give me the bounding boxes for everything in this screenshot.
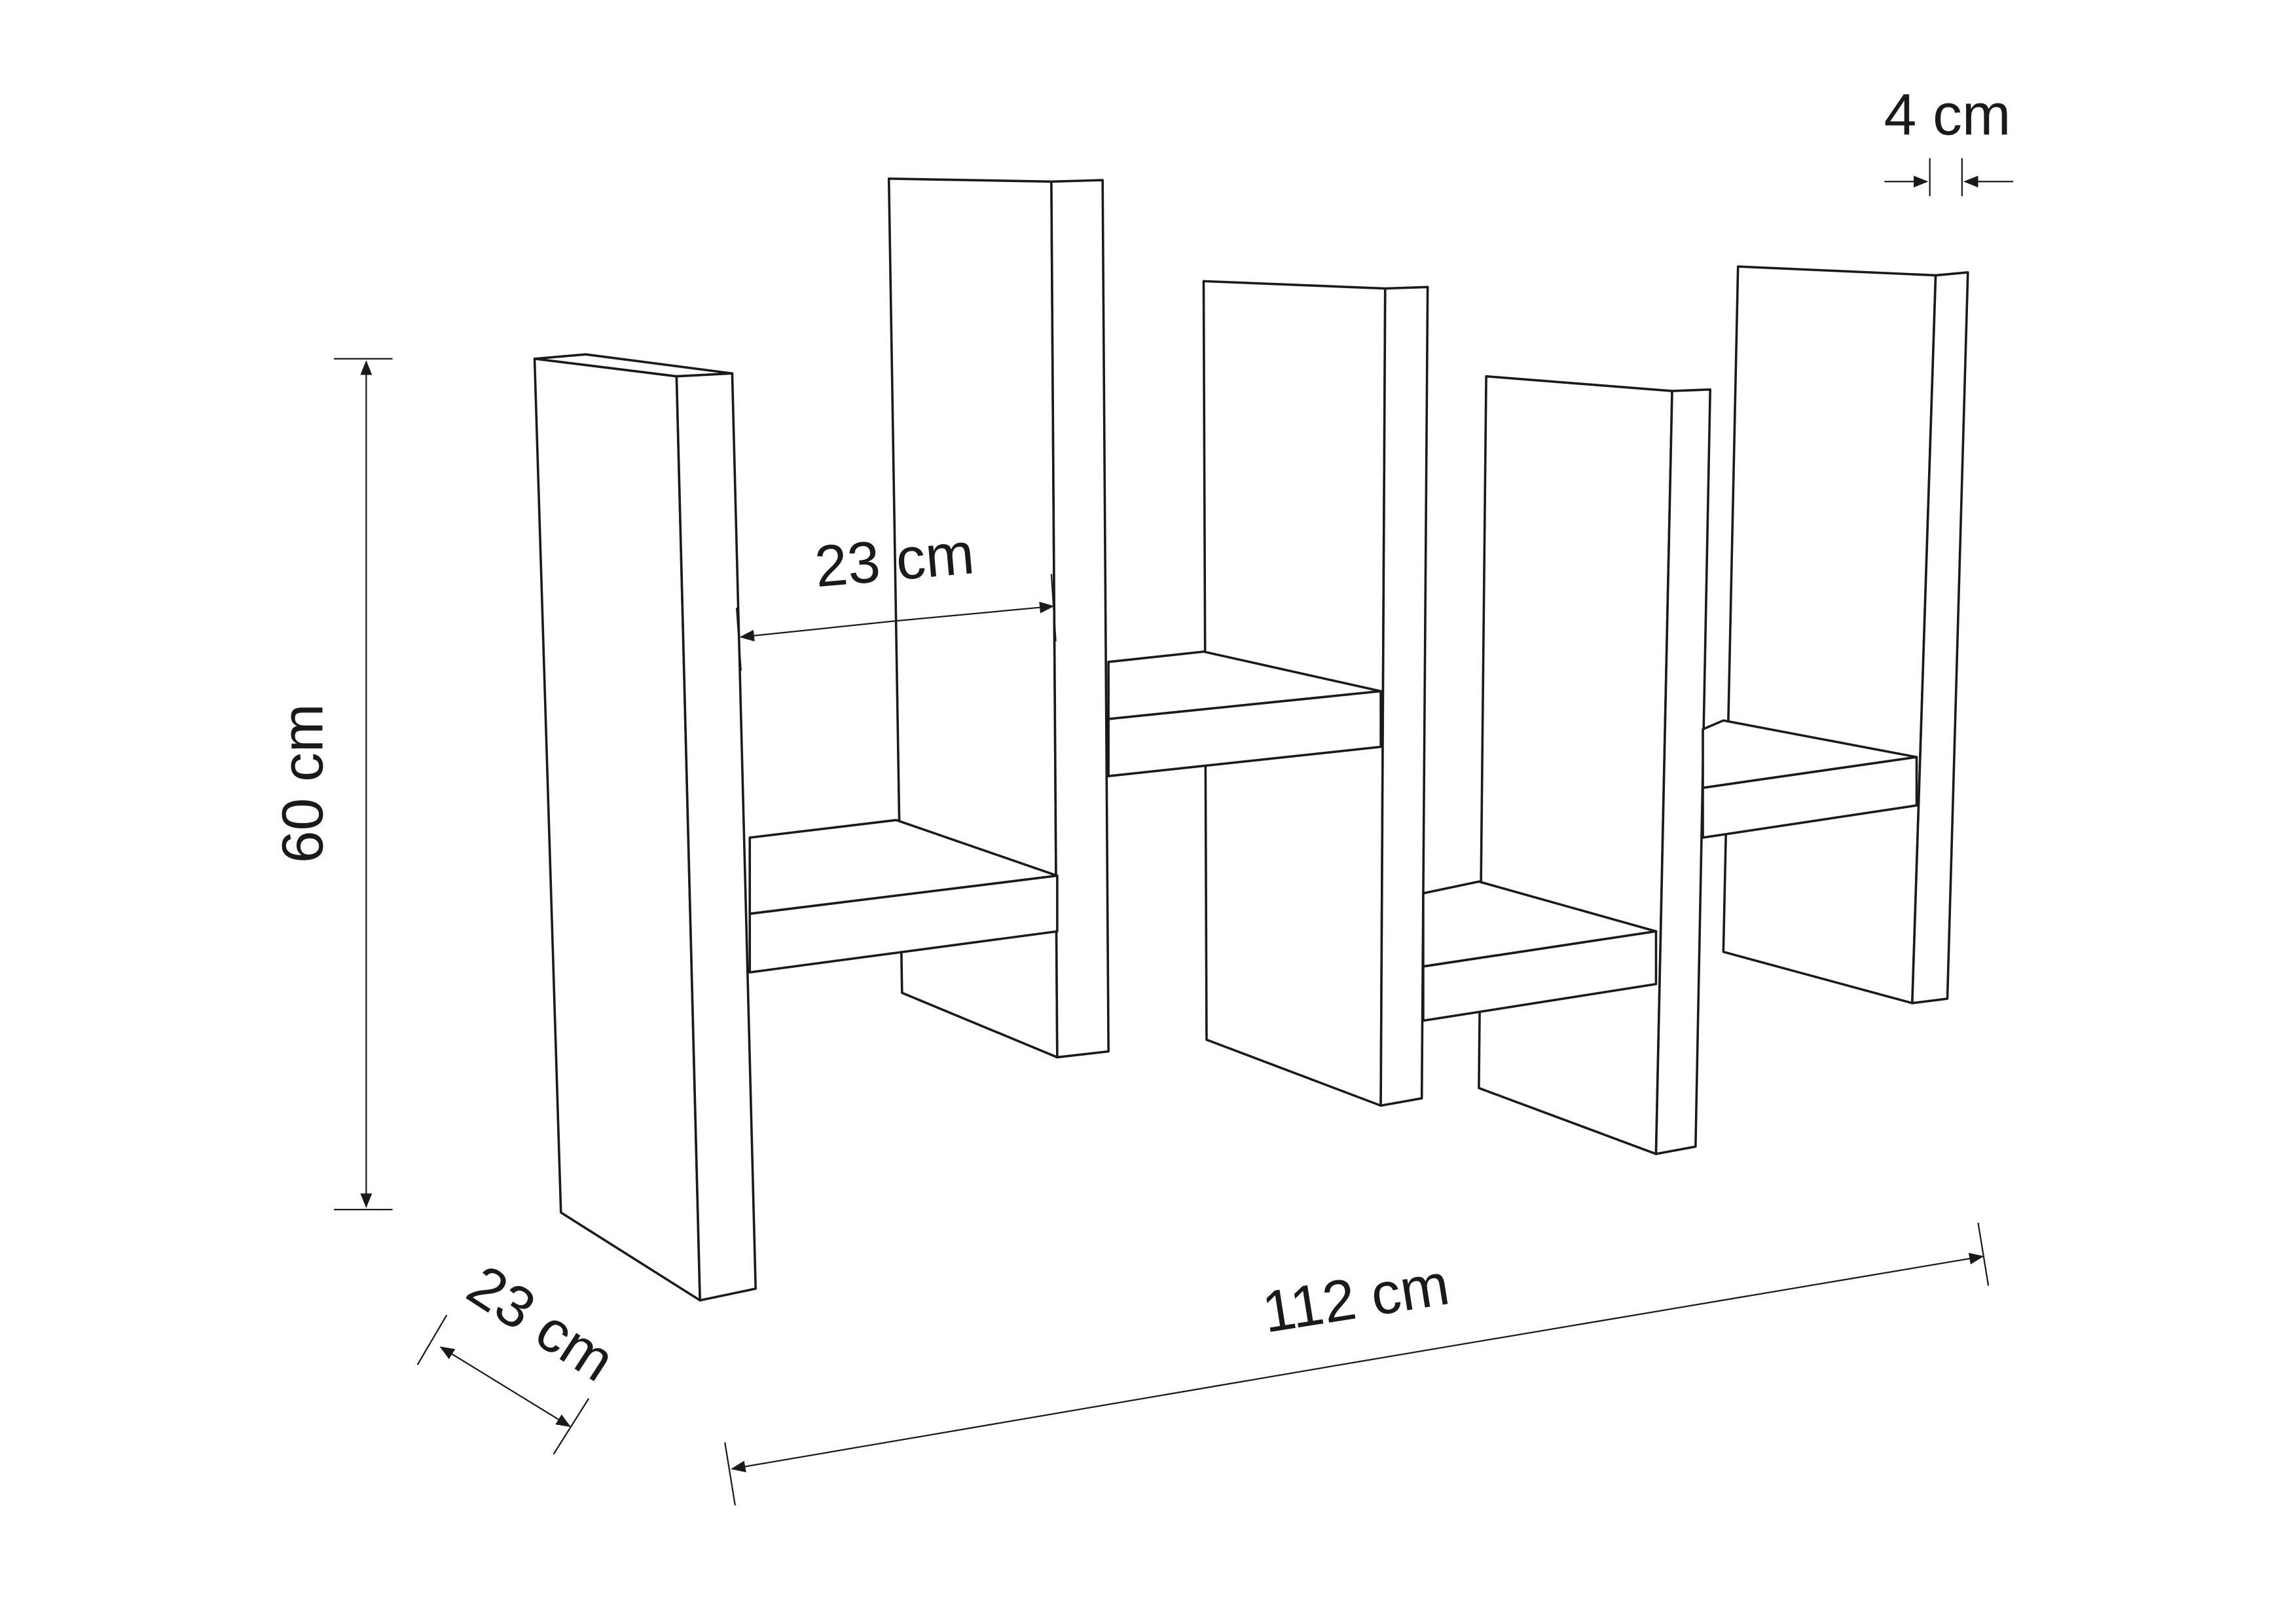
- depth-dimension: 23 cm: [416, 1252, 626, 1455]
- horizontal-shelf-3: [1422, 880, 1658, 1022]
- width-dimension: 112 cm: [724, 1223, 1990, 1506]
- horizontal-shelf-2: [1107, 650, 1382, 778]
- shelf-spacing-label: 23 cm: [812, 520, 976, 599]
- height-label: 60 cm: [269, 704, 335, 864]
- height-dimension: 60 cm: [269, 358, 393, 1211]
- horizontal-shelf-1: [748, 819, 1059, 974]
- thickness-dimension: 4 cm: [1884, 82, 2014, 196]
- thickness-label: 4 cm: [1884, 82, 2011, 147]
- horizontal-shelf-4: [1702, 719, 1918, 839]
- shelf-spacing-dimension: 23 cm: [735, 520, 1057, 671]
- width-label: 112 cm: [1258, 1251, 1453, 1345]
- vertical-panel-5: [1722, 265, 1969, 1005]
- vertical-panel-4: [1478, 375, 1712, 1155]
- vertical-panel-1: [533, 353, 757, 1302]
